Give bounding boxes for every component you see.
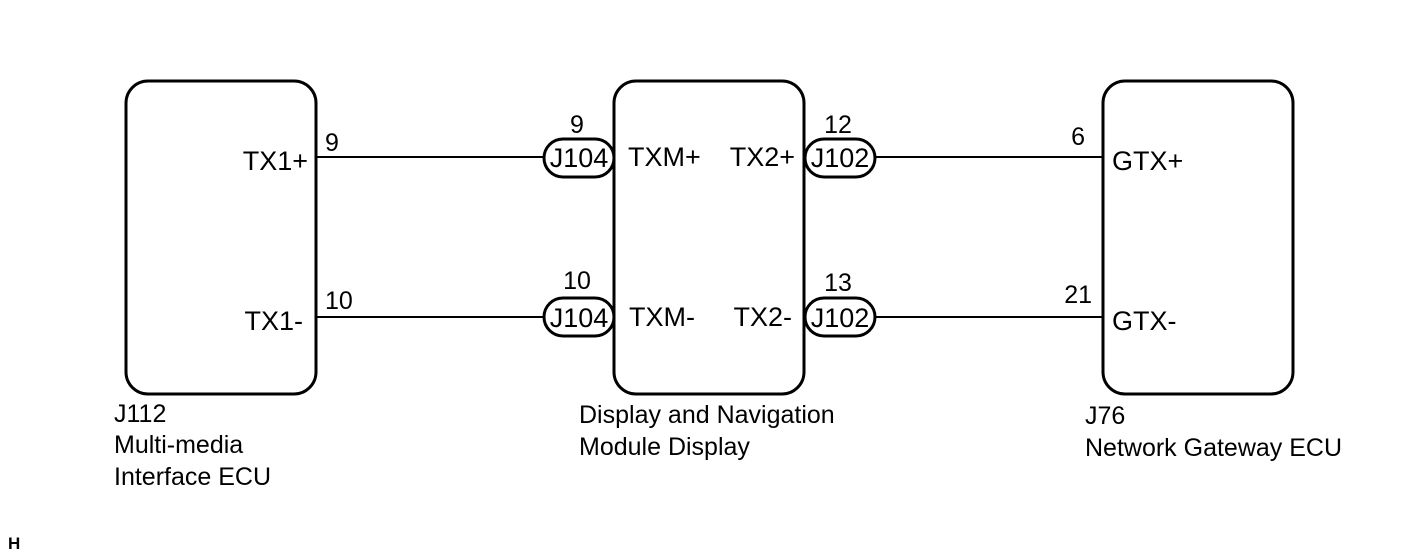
pin-tx2-minus-label: TX2- — [733, 302, 792, 332]
pin-number-j112-tx1-minus: 10 — [325, 287, 353, 315]
j112-name-line2: Interface ECU — [114, 463, 271, 491]
j112-ecu-box — [124, 79, 318, 396]
pin-number-j102-tx2-minus: 13 — [824, 269, 852, 297]
connector-j104-bottom — [542, 296, 616, 338]
pin-number-j104-txm-minus: 10 — [563, 267, 591, 295]
pin-gtx-plus-label: GTX+ — [1112, 146, 1183, 176]
connector-j104-bottom-label: J104 — [550, 303, 609, 333]
pin-txm-minus-label: TXM- — [629, 302, 695, 332]
j112-code-label: J112 — [114, 400, 166, 428]
connector-j104-top-label: J104 — [550, 143, 609, 173]
connector-j104-top — [542, 137, 616, 179]
display-name-line2: Module Display — [579, 433, 750, 461]
pin-tx1-plus-label: TX1+ — [243, 146, 308, 176]
pin-number-j76-gtx-plus: 6 — [1071, 123, 1085, 151]
display-module-box — [612, 79, 806, 396]
corner-mark: H — [8, 534, 20, 553]
pin-number-j112-tx1-plus: 9 — [325, 129, 339, 157]
connector-j102-top — [803, 137, 877, 179]
pin-tx2-plus-label: TX2+ — [730, 142, 795, 172]
pin-txm-plus-label: TXM+ — [628, 142, 701, 172]
connector-j102-bottom-label: J102 — [811, 303, 870, 333]
j112-name-line1: Multi-media — [114, 431, 243, 459]
pin-tx1-minus-label: TX1- — [244, 306, 303, 336]
display-name-line1: Display and Navigation — [579, 401, 835, 429]
j76-name-line1: Network Gateway ECU — [1085, 434, 1342, 462]
connector-j102-top-label: J102 — [811, 143, 870, 173]
j76-code-label: J76 — [1085, 402, 1125, 430]
connector-j102-bottom — [803, 296, 877, 338]
pin-number-j104-txm-plus: 9 — [570, 111, 584, 139]
pin-number-j76-gtx-minus: 21 — [1064, 281, 1092, 309]
pin-number-j102-tx2-plus: 12 — [824, 111, 852, 139]
pin-gtx-minus-label: GTX- — [1112, 306, 1177, 336]
j76-ecu-box — [1101, 79, 1295, 396]
